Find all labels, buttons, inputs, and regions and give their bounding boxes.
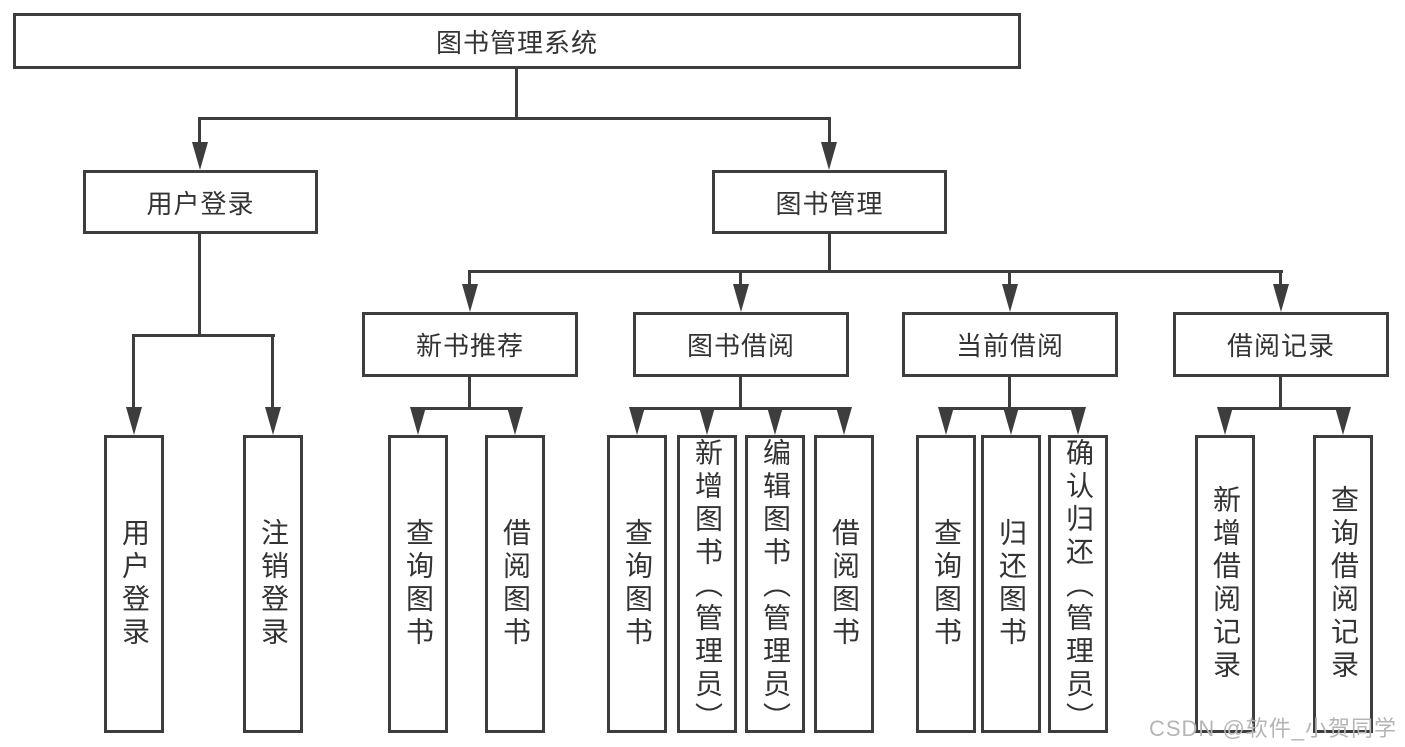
node-leaf-edit-books-admin: 编辑图书（管理员） bbox=[745, 435, 805, 735]
node-label: 用户登录 bbox=[146, 188, 255, 219]
node-label: 用户登录 bbox=[119, 518, 150, 650]
connector-line bbox=[132, 334, 275, 337]
node-label: 借阅记录 bbox=[1226, 331, 1335, 361]
node-label: 查询图书 bbox=[622, 518, 653, 650]
node-label: 查询借阅记录 bbox=[1328, 485, 1359, 683]
connector-line bbox=[515, 69, 518, 119]
node-book-management: 图书管理 bbox=[712, 170, 947, 234]
node-label: 确认归还（管理员） bbox=[1063, 438, 1094, 735]
arrowhead-down-icon bbox=[1003, 407, 1019, 435]
node-leaf-add-borrow-record: 新增借阅记录 bbox=[1195, 435, 1255, 733]
node-leaf-user-login: 用户登录 bbox=[104, 435, 164, 733]
arrowhead-down-icon bbox=[1273, 284, 1289, 312]
connector-line bbox=[739, 270, 742, 288]
node-label: 新书推荐 bbox=[415, 331, 524, 361]
arrowhead-down-icon bbox=[507, 407, 523, 435]
node-leaf-borrow-books-2: 借阅图书 bbox=[814, 435, 874, 733]
node-label: 图书管理系统 bbox=[435, 27, 598, 58]
arrowhead-down-icon bbox=[1217, 407, 1233, 435]
node-label: 新增图书（管理员） bbox=[692, 438, 723, 735]
node-user-login: 用户登录 bbox=[83, 170, 318, 234]
arrowhead-down-icon bbox=[1070, 407, 1086, 435]
connector-line bbox=[198, 117, 831, 120]
node-leaf-query-books-2: 查询图书 bbox=[607, 435, 667, 733]
node-leaf-query-books-3: 查询图书 bbox=[916, 435, 976, 733]
connector-line bbox=[132, 334, 135, 410]
connector-line bbox=[828, 117, 831, 145]
node-label: 图书借阅 bbox=[686, 331, 795, 361]
node-leaf-return-books: 归还图书 bbox=[981, 435, 1041, 733]
node-label: 图书管理 bbox=[775, 188, 884, 219]
arrowhead-down-icon bbox=[733, 284, 749, 312]
connector-line bbox=[1008, 377, 1011, 410]
node-current-borrow: 当前借阅 bbox=[902, 312, 1118, 377]
node-label: 归还图书 bbox=[996, 518, 1027, 650]
node-label: 注销登录 bbox=[258, 518, 289, 650]
connector-line bbox=[1279, 377, 1282, 410]
connector-line bbox=[1223, 407, 1345, 410]
connector-line bbox=[198, 117, 201, 145]
arrowhead-down-icon bbox=[126, 407, 142, 435]
connector-line bbox=[416, 407, 517, 410]
node-leaf-add-books-admin: 新增图书（管理员） bbox=[677, 435, 737, 735]
arrowhead-down-icon bbox=[265, 407, 281, 435]
connector-line bbox=[1279, 270, 1282, 288]
arrowhead-down-icon bbox=[410, 407, 426, 435]
arrowhead-down-icon bbox=[1335, 407, 1351, 435]
arrowhead-down-icon bbox=[767, 407, 783, 435]
connector-line bbox=[1008, 270, 1011, 288]
node-label: 查询图书 bbox=[931, 518, 962, 650]
arrowhead-down-icon bbox=[192, 142, 208, 170]
node-leaf-query-books-1: 查询图书 bbox=[388, 435, 448, 733]
node-label: 借阅图书 bbox=[500, 518, 531, 650]
connector-line bbox=[828, 234, 831, 273]
node-label: 当前借阅 bbox=[955, 331, 1064, 361]
connector-line bbox=[635, 407, 846, 410]
arrowhead-down-icon bbox=[938, 407, 954, 435]
connector-line bbox=[271, 334, 274, 410]
node-label: 借阅图书 bbox=[829, 518, 860, 650]
arrowhead-down-icon bbox=[836, 407, 852, 435]
arrowhead-down-icon bbox=[1002, 284, 1018, 312]
node-borrow-records: 借阅记录 bbox=[1173, 312, 1389, 377]
arrowhead-down-icon bbox=[821, 142, 837, 170]
arrowhead-down-icon bbox=[629, 407, 645, 435]
connector-line bbox=[468, 270, 1283, 273]
node-new-book-recommend: 新书推荐 bbox=[362, 312, 578, 377]
csdn-watermark: CSDN @软件_小贺同学 bbox=[1148, 716, 1397, 741]
connector-line bbox=[468, 377, 471, 410]
node-leaf-query-borrow-record: 查询借阅记录 bbox=[1313, 435, 1373, 733]
arrowhead-down-icon bbox=[462, 284, 478, 312]
node-label: 查询图书 bbox=[403, 518, 434, 650]
node-label: 编辑图书（管理员） bbox=[760, 438, 791, 735]
node-root-library-management-system: 图书管理系统 bbox=[13, 13, 1021, 69]
connector-line bbox=[198, 234, 201, 336]
node-leaf-logout: 注销登录 bbox=[243, 435, 303, 733]
node-leaf-borrow-books-1: 借阅图书 bbox=[485, 435, 545, 733]
node-leaf-confirm-return-admin: 确认归还（管理员） bbox=[1048, 435, 1108, 735]
arrowhead-down-icon bbox=[699, 407, 715, 435]
connector-line bbox=[739, 377, 742, 410]
node-book-borrow: 图书借阅 bbox=[633, 312, 849, 377]
node-label: 新增借阅记录 bbox=[1210, 485, 1241, 683]
connector-line bbox=[468, 270, 471, 288]
